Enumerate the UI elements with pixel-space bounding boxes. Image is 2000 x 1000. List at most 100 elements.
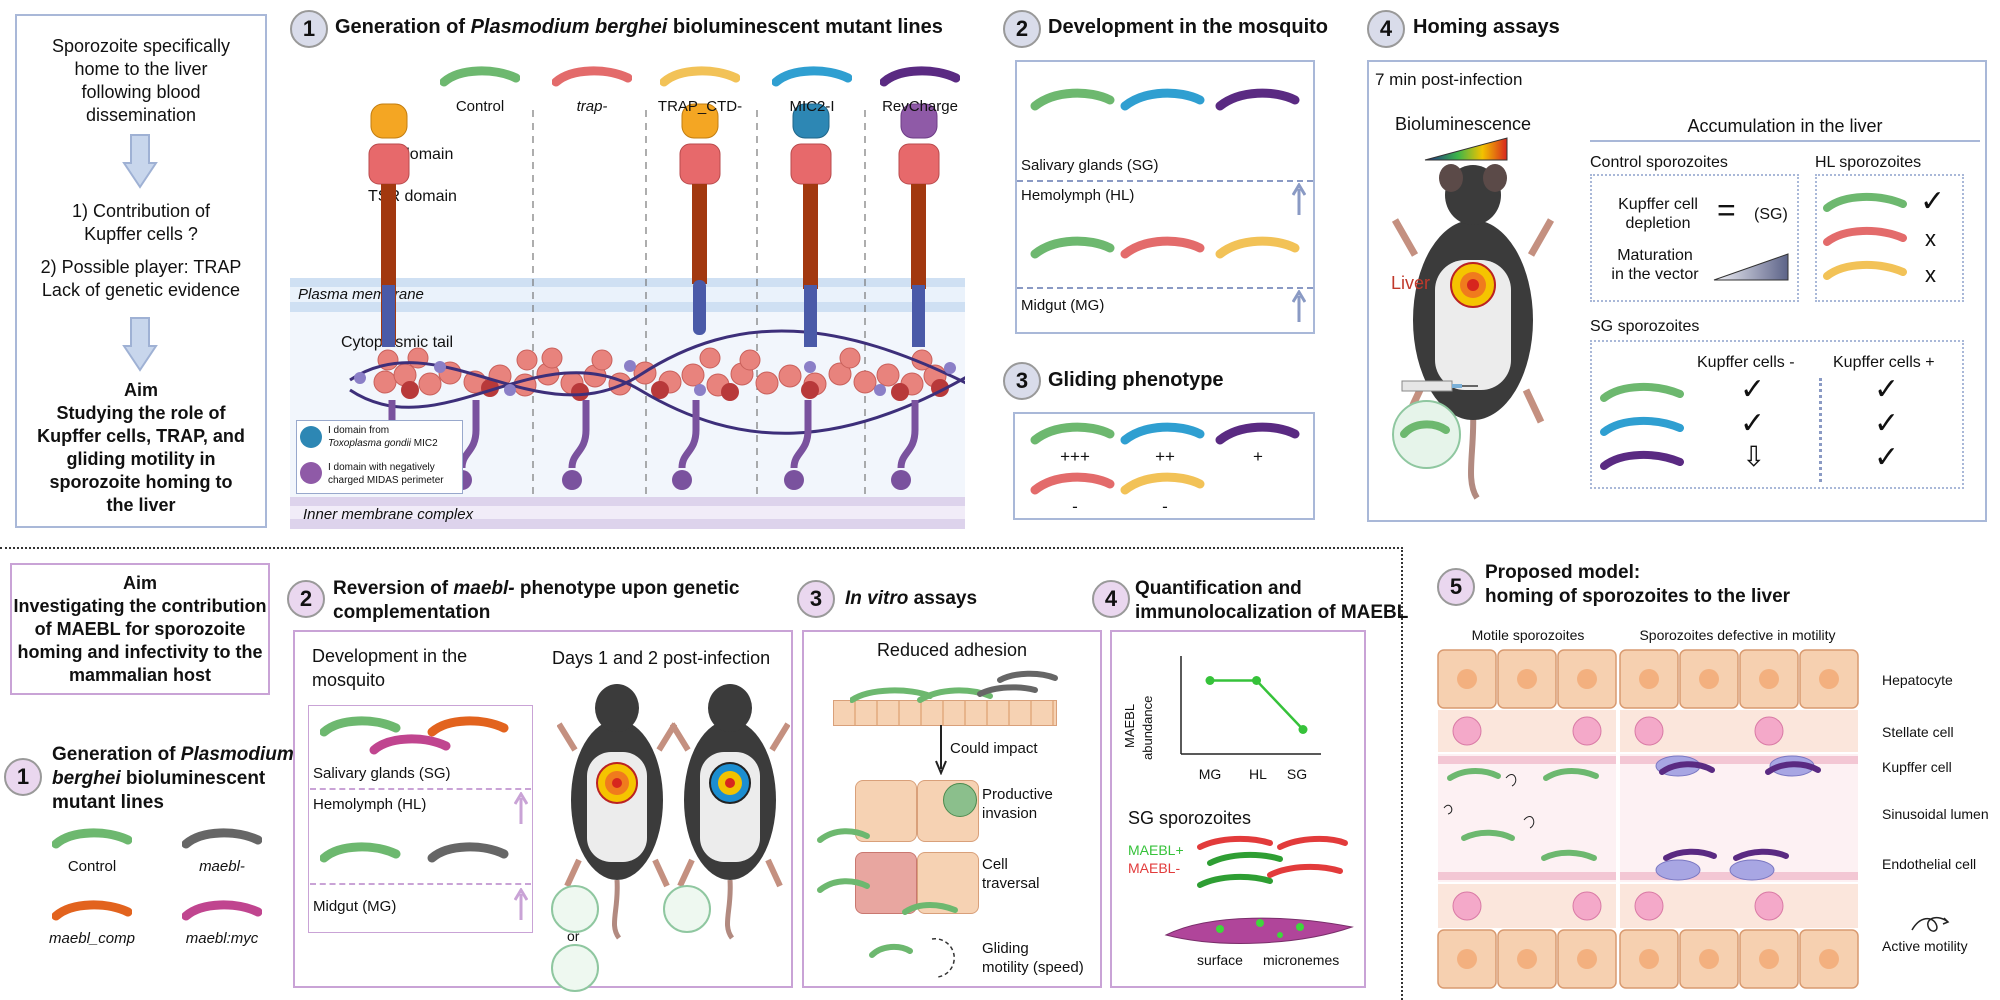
aim-line: Investigating the contribution bbox=[13, 596, 267, 616]
step-number: 1 bbox=[4, 758, 42, 796]
equals-sign: = bbox=[1717, 192, 1736, 228]
step-number: 4 bbox=[1092, 580, 1130, 618]
accumulation-rule bbox=[1590, 140, 1980, 142]
column-divider bbox=[1819, 378, 1822, 482]
sporozoite-row-sg bbox=[1030, 88, 1300, 111]
line-label: maebl- bbox=[199, 858, 245, 875]
sporozoites-sg bbox=[320, 716, 509, 755]
legend-kupffer: Kupffer cell bbox=[1882, 759, 1952, 775]
legend-text: charged MIDAS perimeter bbox=[328, 475, 444, 486]
chart-point bbox=[1298, 725, 1308, 734]
chart-point bbox=[1252, 676, 1261, 685]
hl-sporozoites bbox=[1823, 193, 1907, 280]
kupffer-depletion: Kupffer cell bbox=[1618, 196, 1698, 213]
bioluminescence-scale bbox=[1424, 137, 1508, 161]
plasma-membrane bbox=[290, 278, 965, 312]
sporozoite-icon-control bbox=[52, 828, 132, 849]
quantification-box bbox=[1110, 630, 1366, 988]
sporozoites-hl bbox=[320, 842, 509, 863]
down-arrow-icon bbox=[122, 317, 158, 372]
aim-line: Studying the role of bbox=[56, 403, 226, 423]
aim-line: gliding motility in bbox=[66, 449, 216, 469]
hepatocyte-cell bbox=[855, 780, 917, 842]
maebl-minus-label: MAEBL- bbox=[1128, 860, 1181, 876]
productive-invasion: invasion bbox=[982, 805, 1038, 822]
control-box bbox=[1590, 174, 1799, 302]
line-label: Control bbox=[67, 858, 117, 875]
maturation-gradient bbox=[1713, 253, 1789, 281]
maebl-plus-label: MAEBL+ bbox=[1128, 842, 1184, 858]
step-number: 2 bbox=[1003, 10, 1041, 48]
line-label: trap- bbox=[576, 98, 608, 115]
legend-active-motility: Active motility bbox=[1882, 938, 1968, 954]
divider bbox=[310, 883, 531, 885]
aim-line: mammalian host bbox=[68, 665, 212, 685]
gliding-motility-label: Gliding bbox=[982, 940, 1029, 957]
panel-title: Gliding phenotype bbox=[1048, 369, 1224, 391]
line-label: maebl_comp bbox=[49, 930, 135, 947]
cell-traversal: Cell bbox=[982, 856, 1008, 873]
invasion-vacuole bbox=[943, 783, 977, 817]
question-1: Kupffer cells ? bbox=[84, 224, 198, 244]
sg-label: Salivary glands (SG) bbox=[313, 765, 451, 782]
check-icon: ✓ bbox=[1740, 373, 1766, 406]
up-arrow-icon bbox=[1292, 183, 1306, 215]
magnified-circle bbox=[551, 885, 599, 933]
x-tick-label: HL bbox=[1249, 766, 1267, 782]
x-tick-label: MG bbox=[1198, 766, 1222, 782]
gliding-score: - bbox=[1162, 497, 1168, 516]
homing-box bbox=[1367, 60, 1987, 522]
legend-hepatocyte: Hepatocyte bbox=[1882, 672, 1953, 688]
sg-label: Salivary glands (SG) bbox=[1021, 157, 1159, 174]
sg-sporozoites bbox=[1600, 383, 1684, 470]
traversal-sporozoites bbox=[817, 828, 958, 915]
up-arrow-icon bbox=[1292, 290, 1306, 322]
aim-line: of MAEBL for sporozoite bbox=[34, 619, 246, 639]
micronemes-label: micronemes bbox=[1263, 952, 1340, 968]
or-label: or bbox=[567, 928, 580, 944]
sporozoite-row-gliding-2 bbox=[1030, 472, 1205, 495]
panel-title: Reversion of maebl- phenotype upon genet… bbox=[333, 578, 740, 599]
defective-label: Sporozoites defective in motility bbox=[1639, 627, 1836, 643]
trap-constructs-diagram bbox=[349, 103, 965, 500]
active-motility-icon bbox=[1911, 916, 1950, 932]
mosquito-box bbox=[308, 705, 533, 933]
syringe-icon bbox=[1401, 380, 1478, 392]
check-icon: ✓ bbox=[1874, 407, 1900, 440]
in-vitro-box bbox=[802, 630, 1102, 988]
cell-traversal: traversal bbox=[982, 875, 1040, 892]
panel-title: Quantification and bbox=[1135, 578, 1302, 599]
mouse-illustration bbox=[670, 684, 790, 940]
chart-point bbox=[1205, 676, 1215, 685]
intro-line: following blood bbox=[81, 82, 201, 102]
question-2: Lack of genetic evidence bbox=[41, 280, 241, 300]
y-axis-label: MAEBL bbox=[1122, 703, 1137, 748]
question-1: 1) Contribution of bbox=[71, 201, 211, 221]
step-number: 3 bbox=[1003, 362, 1041, 400]
sg-sporozoites-label: SG sporozoites bbox=[1128, 808, 1252, 828]
legend-stellate: Stellate cell bbox=[1882, 724, 1954, 740]
magnified-circle bbox=[551, 944, 599, 992]
kupffer-depletion: depletion bbox=[1625, 215, 1691, 232]
aim-title: Aim bbox=[122, 573, 157, 593]
accumulation-title: Accumulation in the liver bbox=[1687, 116, 1883, 136]
hl-label: Hemolymph (HL) bbox=[1021, 187, 1135, 204]
down-arrow-icon bbox=[935, 725, 947, 775]
y-axis-label: abundance bbox=[1140, 695, 1155, 760]
maebl-localization-sporozoite bbox=[1164, 917, 1354, 944]
revcharge-domain-swatch bbox=[300, 462, 322, 484]
down-arrow-icon bbox=[122, 134, 158, 189]
sporozoite-icon-control bbox=[440, 66, 520, 87]
adhesion-sporozoites bbox=[850, 670, 1058, 703]
legend-text: Toxoplasma gondii MIC2 bbox=[328, 438, 438, 449]
control-sporozoites-label: Control sporozoites bbox=[1590, 154, 1728, 171]
section-divider bbox=[1401, 547, 1403, 1000]
panel-title: immunolocalization of MAEBL bbox=[1135, 602, 1409, 623]
panel-title: homing of sporozoites to the liver bbox=[1485, 586, 1791, 607]
legend-text: I domain with negatively bbox=[328, 462, 435, 473]
sg-box bbox=[1590, 340, 1964, 489]
maturation-label: Maturation bbox=[1617, 247, 1693, 264]
sporozoite-icon-maebl bbox=[182, 828, 262, 849]
sporozoite-icon-mic2 bbox=[772, 66, 852, 87]
panel-title: Homing assays bbox=[1413, 16, 1560, 38]
